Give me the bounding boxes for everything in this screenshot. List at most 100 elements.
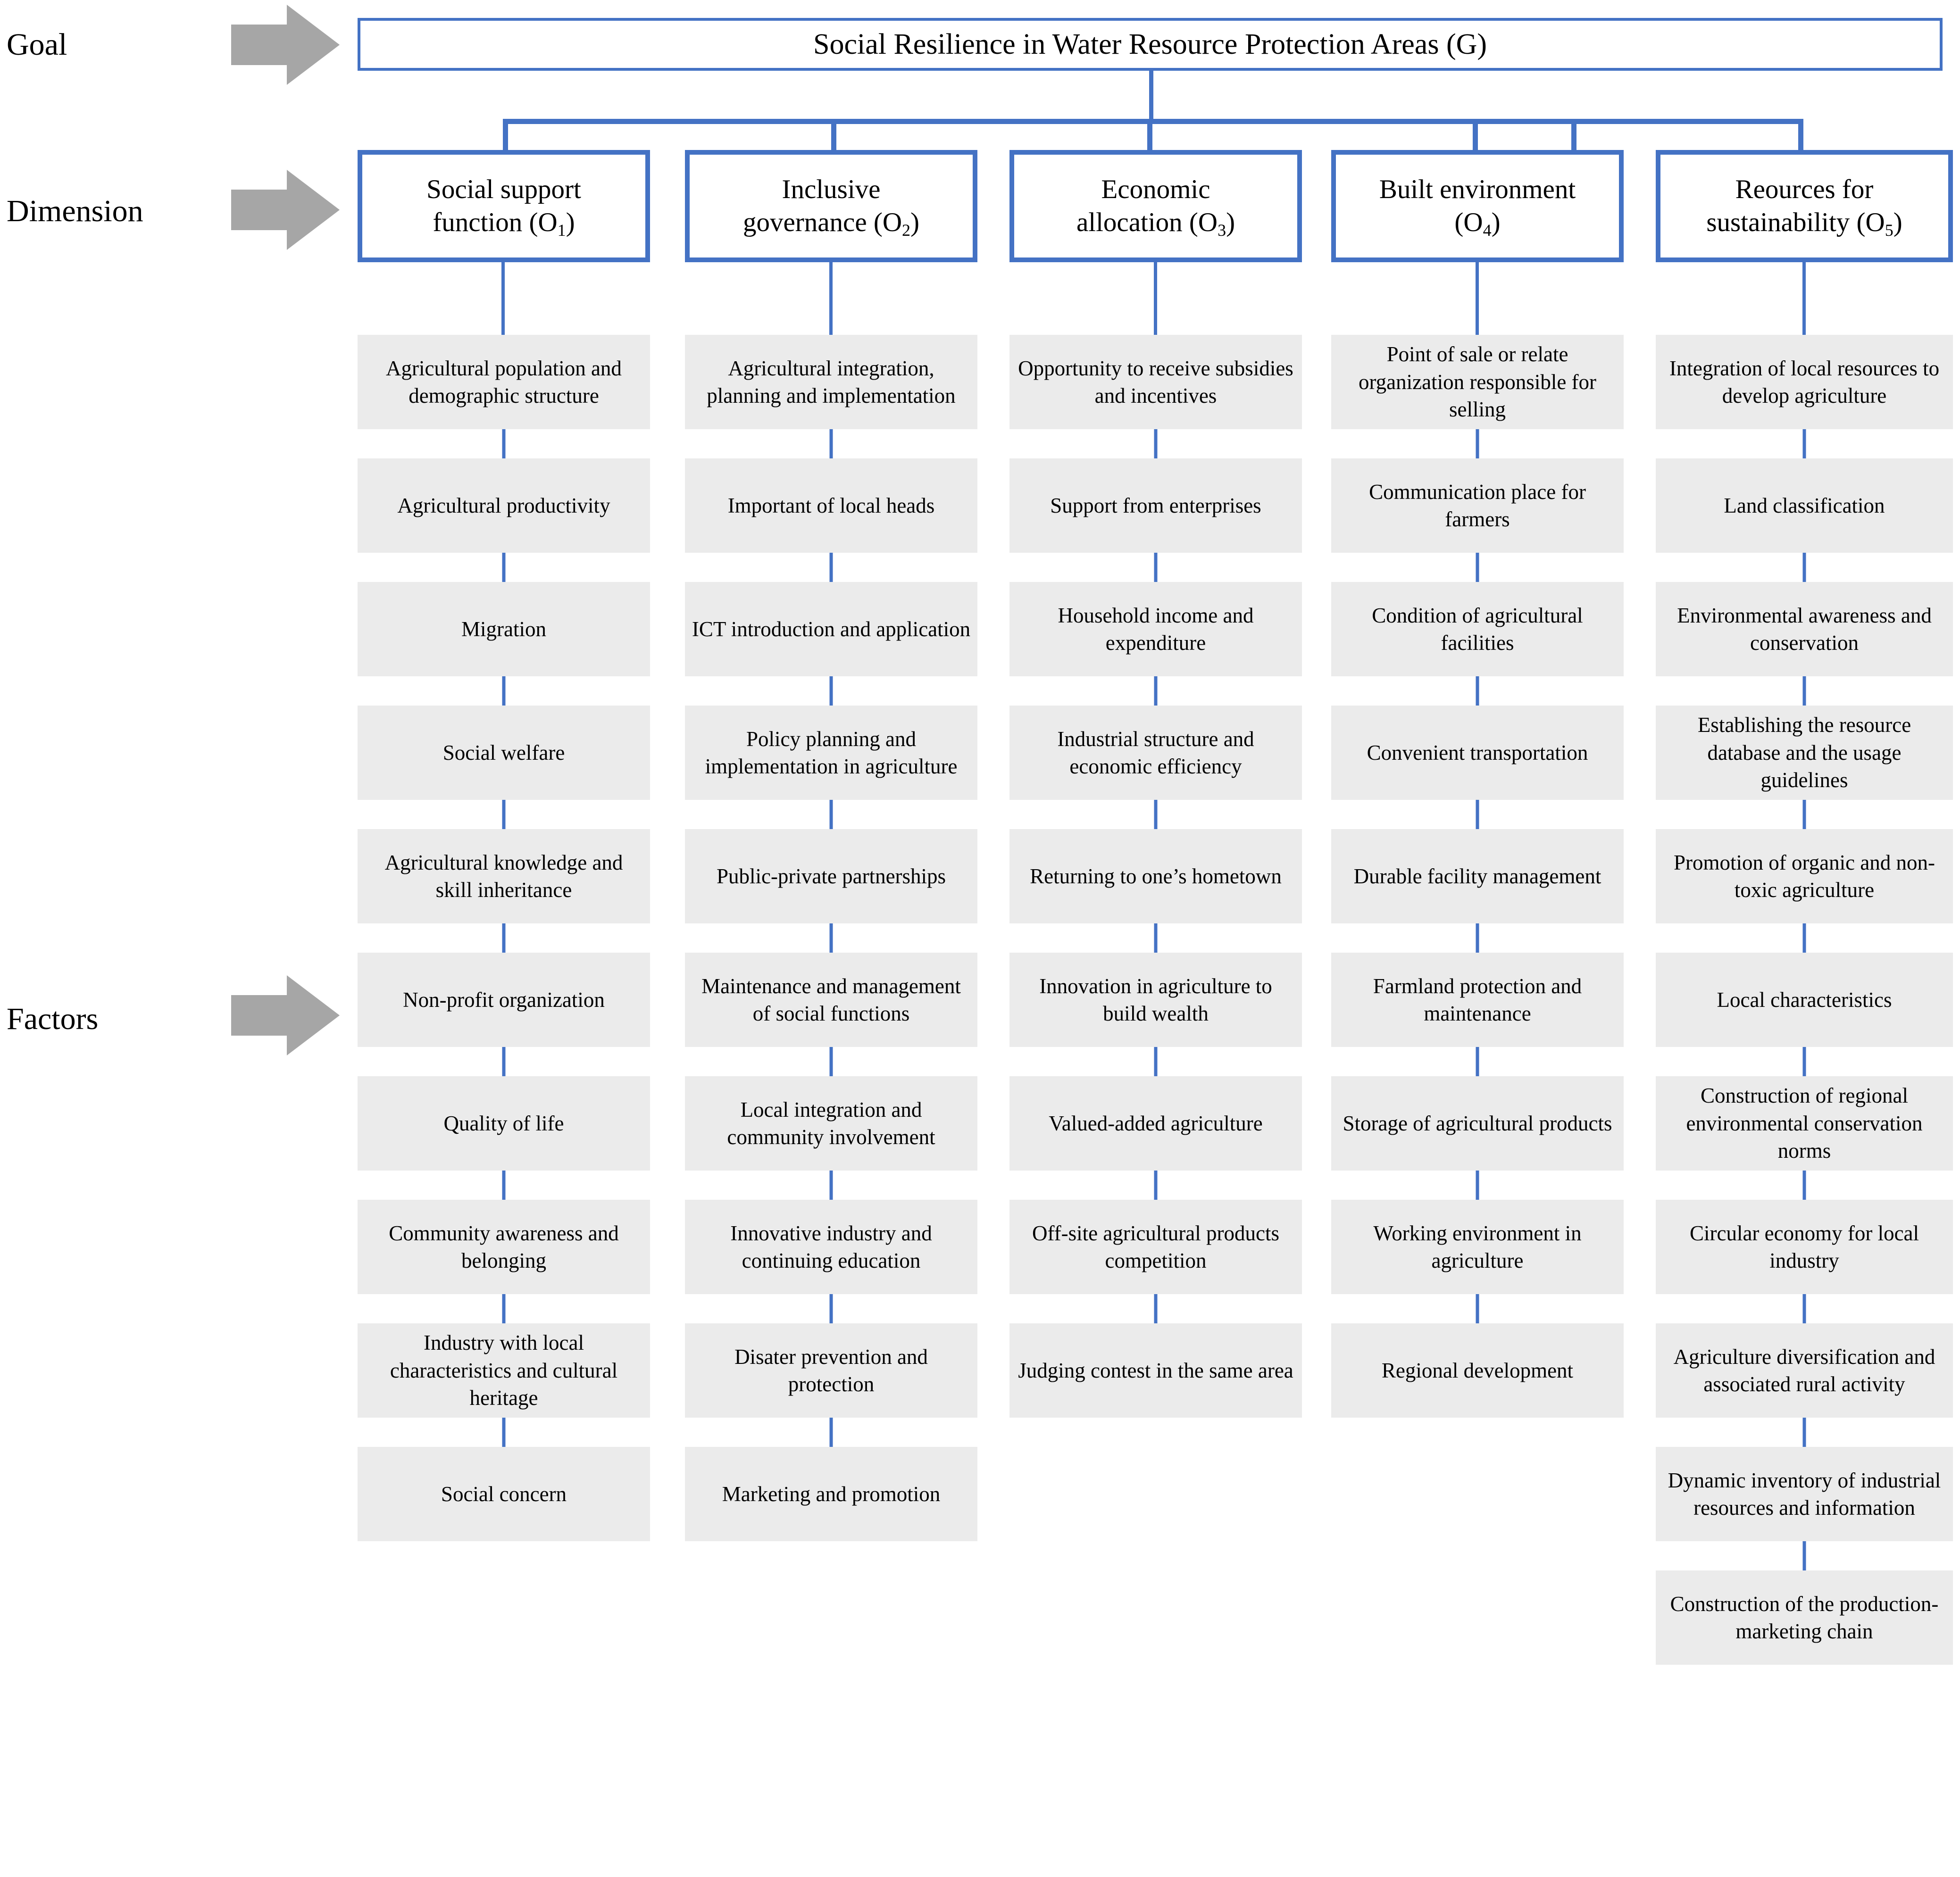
factor-item[interactable]: Integration of local resources to develo… [1656,335,1953,429]
factor-item[interactable]: Judging contest in the same area [1009,1323,1302,1418]
goal-title: Social Resilience in Water Resource Prot… [813,28,1487,60]
factor-item[interactable]: Disater prevention and protection [685,1323,977,1418]
factor-item[interactable]: Dynamic inventory of industrial resource… [1656,1447,1953,1541]
factor-item[interactable]: Agricultural population and demographic … [358,335,650,429]
factor-item[interactable]: Construction of the production-marketing… [1656,1570,1953,1665]
factor-item[interactable]: Industrial structure and economic effici… [1009,706,1302,800]
factor-label: Farmland protection and maintenance [1373,974,1582,1026]
factor-item[interactable]: Condition of agricultural facilities [1331,582,1624,676]
factor-item[interactable]: Point of sale or relate organization res… [1331,335,1624,429]
factor-item[interactable]: Land classification [1656,458,1953,553]
factor-label: Promotion of organic and non-toxic agric… [1673,850,1935,902]
factor-item[interactable]: Social concern [358,1447,650,1541]
factor-item[interactable]: Non-profit organization [358,953,650,1047]
factor-item[interactable]: Opportunity to receive subsidies and inc… [1009,335,1302,429]
factor-item[interactable]: Construction of regional environmental c… [1656,1076,1953,1171]
factor-item[interactable]: Support from enterprises [1009,458,1302,553]
factor-item[interactable]: Innovative industry and continuing educa… [685,1200,977,1294]
factor-item[interactable]: Policy planning and implementation in ag… [685,706,977,800]
factor-item[interactable]: Storage of agricultural products [1331,1076,1624,1171]
dimension-label-O1: Social support function (O1) [426,174,581,240]
rail-label-dimension: Dimension [7,194,143,228]
factor-column-O5: Integration of local resources to develo… [1656,335,1953,1694]
dimension-row: Social support function (O1) Inclusive g… [0,150,1960,263]
factor-item[interactable]: Convenient transportation [1331,706,1624,800]
factor-item[interactable]: Local integration and community involvem… [685,1076,977,1171]
goal-stem-line [1149,71,1153,123]
factor-item[interactable]: Agricultural productivity [358,458,650,553]
factor-item[interactable]: Valued-added agriculture [1009,1076,1302,1171]
factor-column-O4: Point of sale or relate organization res… [1331,335,1624,1447]
rail-label-factors: Factors [7,1002,99,1036]
dimension-drop-1 [503,119,508,151]
factor-item[interactable]: Community awareness and belonging [358,1200,650,1294]
factor-item[interactable]: Social welfare [358,706,650,800]
factor-item[interactable]: Local characteristics [1656,953,1953,1047]
factor-stem-5 [1802,262,1806,335]
factor-label: Quality of life [443,1111,564,1135]
factor-item[interactable]: Environmental awareness and conservation [1656,582,1953,676]
factor-label: Circular economy for local industry [1689,1221,1919,1273]
factor-item[interactable]: Farmland protection and maintenance [1331,953,1624,1047]
factor-item[interactable]: Innovation in agriculture to build wealt… [1009,953,1302,1047]
dimension-box-O1[interactable]: Social support function (O1) [358,150,650,262]
factor-label: Valued-added agriculture [1049,1111,1263,1135]
factor-label: Important of local heads [727,493,935,517]
factor-label: Working environment in agriculture [1373,1221,1582,1273]
factor-column-O3: Opportunity to receive subsidies and inc… [1009,335,1302,1447]
dimension-drop-5a [1571,119,1576,151]
factor-label: Opportunity to receive subsidies and inc… [1018,356,1293,408]
factor-label: Construction of the production-marketing… [1670,1592,1939,1644]
dimension-drop-5 [1798,119,1803,151]
factor-item[interactable]: Quality of life [358,1076,650,1171]
factor-item[interactable]: Public-private partnerships [685,829,977,923]
factors-arrow-head [287,975,340,1055]
factor-stem-2 [829,262,833,335]
factor-label: Communication place for farmers [1369,480,1586,532]
dimension-bus-line [505,119,1576,124]
factor-item[interactable]: Household income and expenditure [1009,582,1302,676]
factor-label: Off-site agricultural products competiti… [1032,1221,1279,1273]
factor-item[interactable]: Durable facility management [1331,829,1624,923]
factor-item[interactable]: Industry with local characteristics and … [358,1323,650,1418]
dimension-drop-2 [831,119,836,151]
factor-item[interactable]: Regional development [1331,1323,1624,1418]
factor-item[interactable]: Agricultural integration, planning and i… [685,335,977,429]
dimension-arrow-shaft [231,190,292,230]
factor-label: Support from enterprises [1050,493,1261,517]
factor-item[interactable]: Marketing and promotion [685,1447,977,1541]
factor-label: Agricultural productivity [397,493,610,517]
factor-item[interactable]: Working environment in agriculture [1331,1200,1624,1294]
factor-item[interactable]: Promotion of organic and non-toxic agric… [1656,829,1953,923]
factor-item[interactable]: Off-site agricultural products competiti… [1009,1200,1302,1294]
factor-item[interactable]: ICT introduction and application [685,582,977,676]
factor-item[interactable]: Circular economy for local industry [1656,1200,1953,1294]
factor-column-O2: Agricultural integration, planning and i… [685,335,977,1570]
factor-label: Community awareness and belonging [389,1221,619,1273]
factor-label: Agricultural knowledge and skill inherit… [384,850,623,902]
dimension-box-O2[interactable]: Inclusive governance (O2) [685,150,977,262]
factors-arrow-shaft [231,995,292,1036]
goal-box: Social Resilience in Water Resource Prot… [358,18,1943,71]
factor-label: Local integration and community involvem… [727,1097,935,1149]
goal-arrow-icon [231,5,340,85]
factor-item[interactable]: Important of local heads [685,458,977,553]
factor-item[interactable]: Agriculture diversification and associat… [1656,1323,1953,1418]
dimension-box-O3[interactable]: Economic allocation (O3) [1009,150,1302,262]
dimension-arrow-icon [231,170,340,250]
factor-label: Policy planning and implementation in ag… [705,727,958,779]
factor-item[interactable]: Maintenance and management of social fun… [685,953,977,1047]
factor-label: Dynamic inventory of industrial resource… [1668,1468,1941,1520]
dimension-box-O5[interactable]: Reources for sustainability (O5) [1656,150,1953,262]
dimension-box-O4[interactable]: Built environment (O4) [1331,150,1624,262]
rail-label-goal: Goal [7,27,67,62]
factor-item[interactable]: Migration [358,582,650,676]
factor-label: Social concern [441,1482,567,1506]
factor-item[interactable]: Returning to one’s hometown [1009,829,1302,923]
factor-label: Agriculture diversification and associat… [1673,1345,1935,1396]
factor-label: Environmental awareness and conservation [1677,603,1932,655]
dimension-label-O3: Economic allocation (O3) [1076,174,1235,240]
factor-item[interactable]: Communication place for farmers [1331,458,1624,553]
factor-item[interactable]: Establishing the resource database and t… [1656,706,1953,800]
factor-item[interactable]: Agricultural knowledge and skill inherit… [358,829,650,923]
